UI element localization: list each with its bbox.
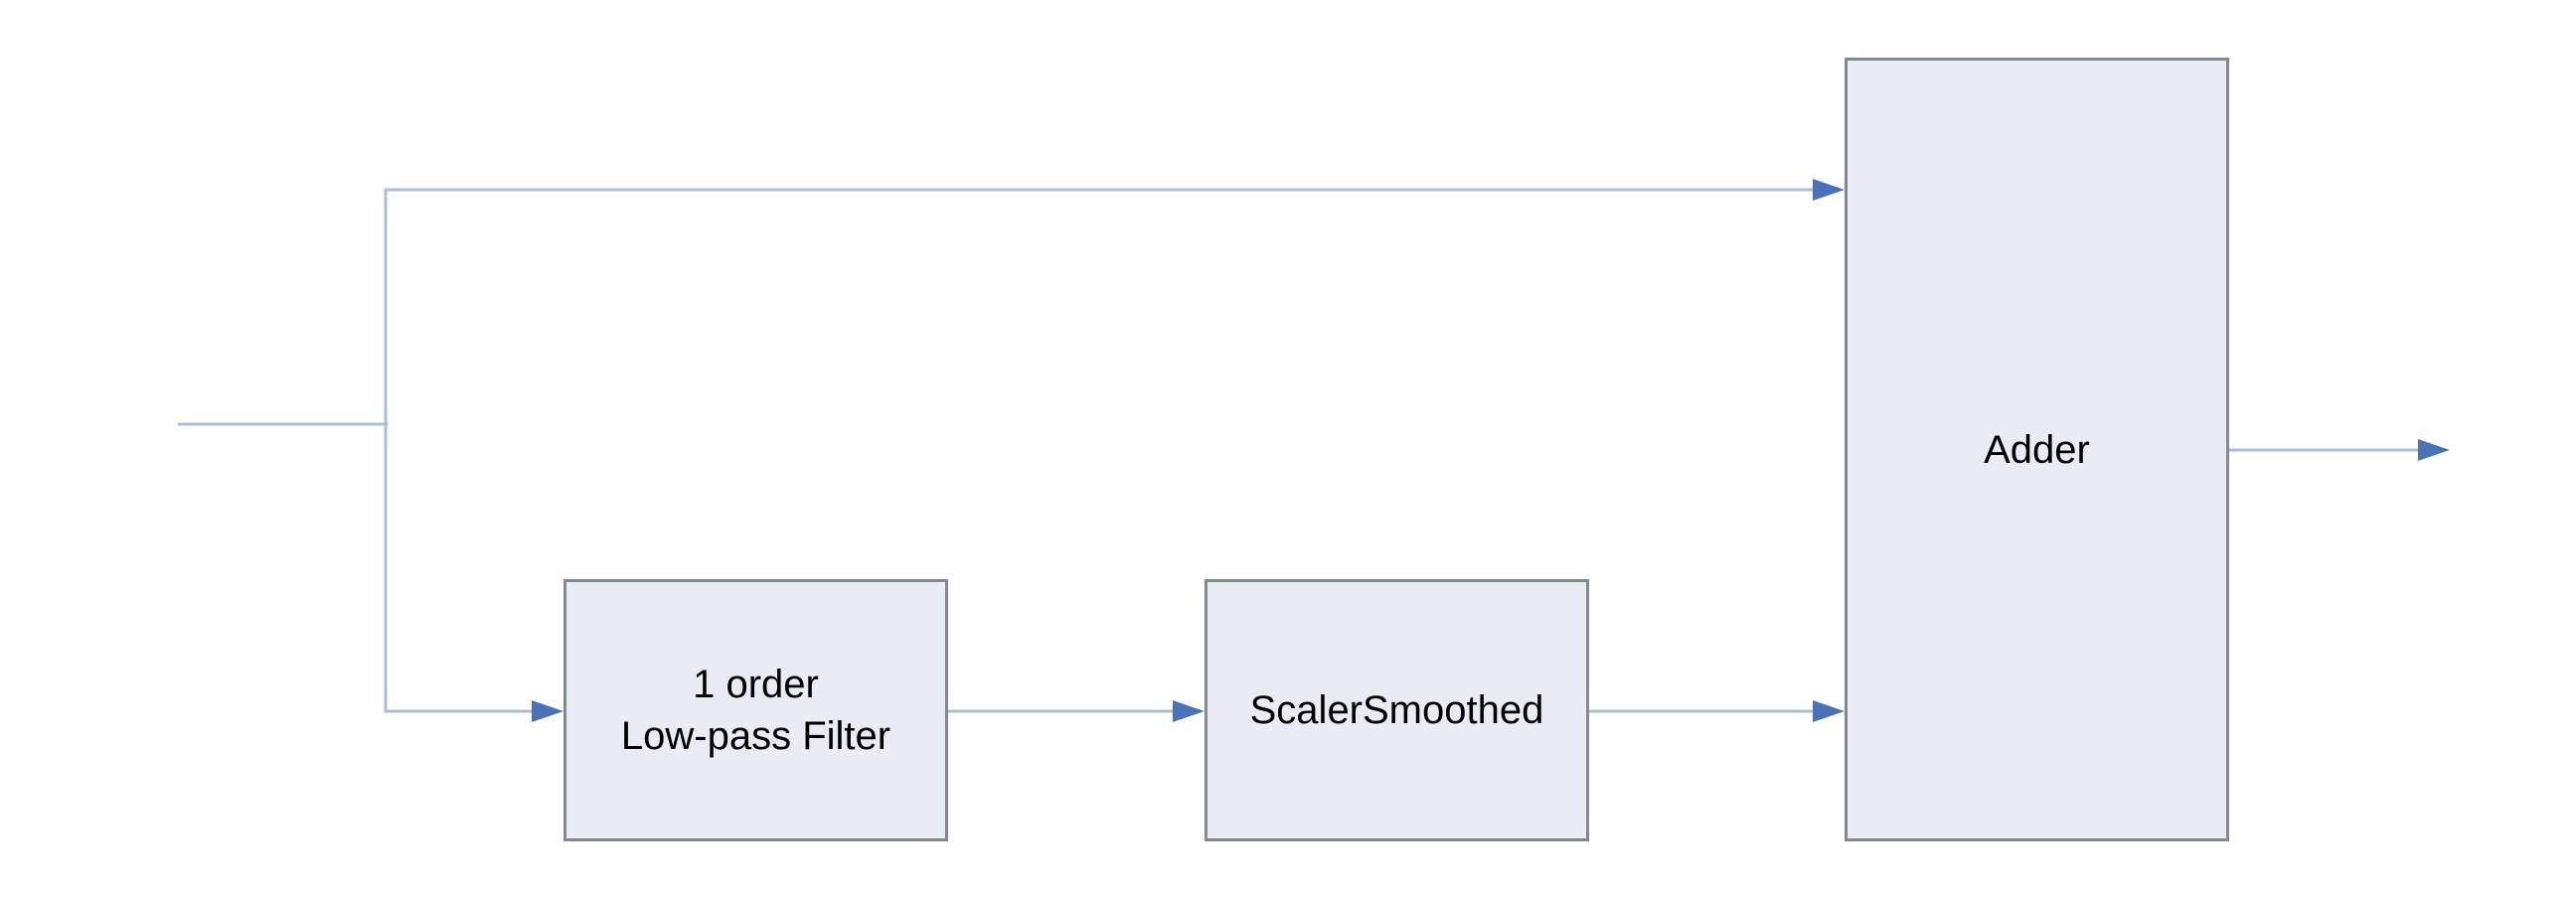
node-lowpass-filter-label: 1 order Low-pass Filter	[620, 663, 891, 758]
top-branch-arrowhead-icon	[1813, 179, 1845, 201]
output-arrowhead-icon	[2418, 439, 2450, 461]
scaler-input-arrowhead-icon	[1173, 700, 1205, 722]
node-lowpass-filter: 1 order Low-pass Filter	[564, 579, 948, 841]
bottom-branch-wire	[384, 424, 534, 713]
filter-input-arrowhead-icon	[532, 700, 564, 722]
top-branch-wire	[384, 188, 1815, 424]
node-adder-label: Adder	[1984, 427, 2090, 472]
node-scaler-smoothed: ScalerSmoothed	[1205, 579, 1589, 841]
adder-bottom-input-arrowhead-icon	[1813, 700, 1845, 722]
node-adder: Adder	[1845, 58, 2229, 841]
node-scaler-smoothed-label: ScalerSmoothed	[1249, 688, 1544, 732]
